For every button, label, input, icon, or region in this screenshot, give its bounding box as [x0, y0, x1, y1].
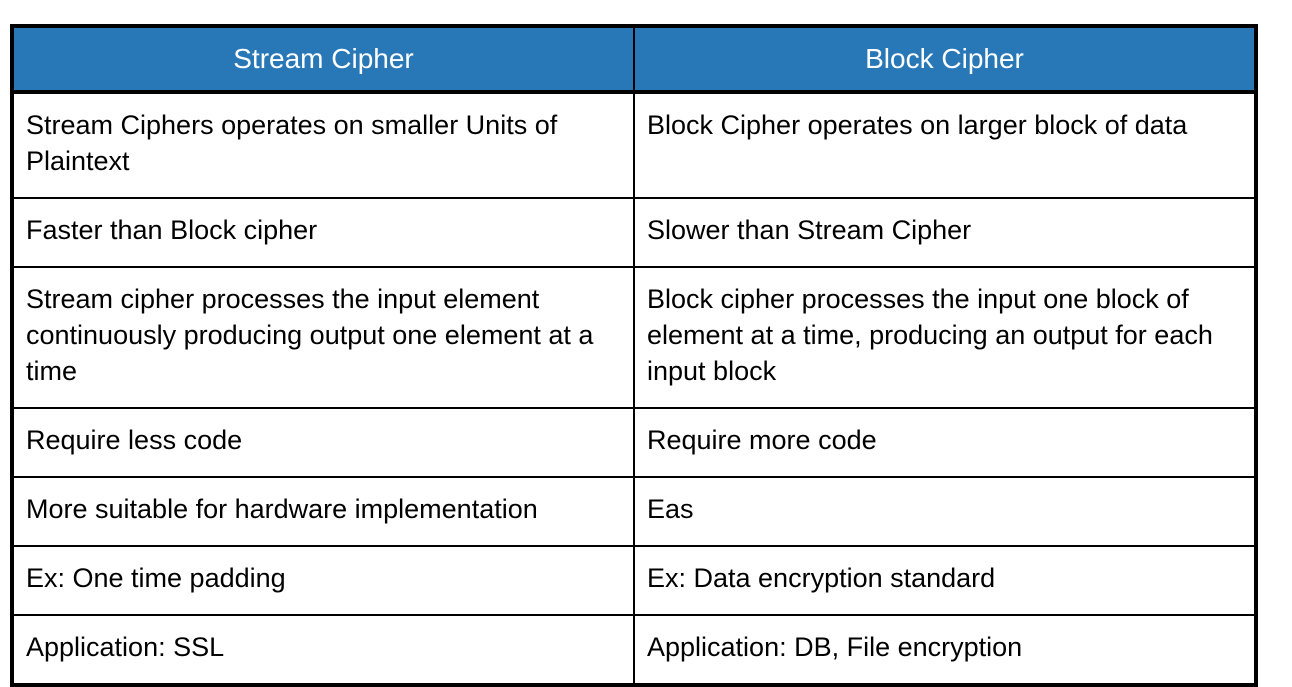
table-cell-stream: Stream cipher processes the input elemen…: [11, 266, 635, 409]
cipher-comparison-table: Stream Cipher Block Cipher Stream Cipher…: [10, 24, 1258, 687]
table-row: Stream cipher processes the input elemen…: [11, 266, 1257, 409]
table-header-row: Stream Cipher Block Cipher: [11, 25, 1257, 94]
table-cell-stream: More suitable for hardware implementatio…: [11, 476, 635, 547]
table-cell-stream: Application: SSL: [11, 614, 635, 686]
table-cell-stream: Stream Ciphers operates on smaller Units…: [11, 91, 635, 199]
table-cell-block: Require more code: [633, 407, 1257, 478]
table-cell-block: Block Cipher operates on larger block of…: [633, 91, 1257, 199]
header-cell-stream-cipher: Stream Cipher: [11, 25, 635, 94]
table-row: Application: SSL Application: DB, File e…: [11, 614, 1257, 686]
table-row: Faster than Block cipher Slower than Str…: [11, 197, 1257, 268]
table-cell-block: Application: DB, File encryption: [633, 614, 1257, 686]
table-cell-block: Eas: [633, 476, 1257, 547]
table-row: Require less code Require more code: [11, 407, 1257, 478]
header-cell-block-cipher: Block Cipher: [633, 25, 1257, 94]
table-cell-stream: Require less code: [11, 407, 635, 478]
table-row: Stream Ciphers operates on smaller Units…: [11, 91, 1257, 199]
table-cell-stream: Ex: One time padding: [11, 545, 635, 616]
table-cell-stream: Faster than Block cipher: [11, 197, 635, 268]
table-row: More suitable for hardware implementatio…: [11, 476, 1257, 547]
cipher-comparison-table-wrapper: Stream Cipher Block Cipher Stream Cipher…: [10, 24, 1258, 687]
table-row: Ex: One time padding Ex: Data encryption…: [11, 545, 1257, 616]
table-cell-block: Slower than Stream Cipher: [633, 197, 1257, 268]
table-cell-block: Ex: Data encryption standard: [633, 545, 1257, 616]
table-cell-block: Block cipher processes the input one blo…: [633, 266, 1257, 409]
